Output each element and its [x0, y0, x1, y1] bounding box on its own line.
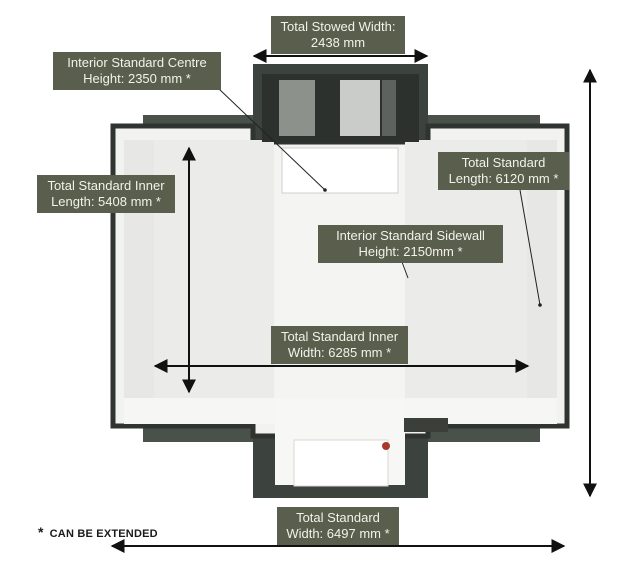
dimension-lines: [110, 49, 597, 553]
sidewall-height-label: Interior Standard Sidewall Height: 2150m…: [318, 225, 503, 263]
stowed-width-line1: Total Stowed Width:: [280, 19, 396, 34]
centre-height-line2: Height: 2350 mm *: [83, 71, 191, 86]
inner-width-line2: Width: 6285 mm *: [287, 345, 392, 360]
total-width-line2: Width: 6497 mm *: [286, 526, 390, 541]
centre-height-line1: Interior Standard Centre: [67, 55, 207, 70]
stowed-width-label: Total Stowed Width: 2438 mm: [271, 16, 405, 54]
leader-lines: [217, 87, 541, 306]
inner-length-line2: Length: 5408 mm *: [51, 194, 161, 209]
footnote-symbol: *: [38, 524, 44, 540]
total-length-label: Total Standard Length: 6120 mm *: [438, 152, 569, 190]
extension-footnote: * CAN BE EXTENDED: [38, 524, 158, 540]
inner-length-label: Total Standard Inner Length: 5408 mm *: [37, 175, 175, 213]
total-width-line1: Total Standard: [296, 510, 380, 525]
footnote-text: CAN BE EXTENDED: [49, 528, 158, 540]
sidewall-height-line2: Height: 2150mm *: [358, 244, 463, 259]
total-length-line2: Length: 6120 mm *: [448, 171, 559, 186]
sidewall-height-line1: Interior Standard Sidewall: [336, 228, 485, 243]
top-module-detail: [262, 74, 419, 194]
inner-width-label: Total Standard Inner Width: 6285 mm *: [271, 326, 408, 364]
inner-length-line1: Total Standard Inner: [47, 178, 165, 193]
total-width-label: Total Standard Width: 6497 mm *: [277, 507, 399, 545]
centre-height-label: Interior Standard Centre Height: 2350 mm…: [53, 52, 221, 90]
total-length-line1: Total Standard: [461, 155, 546, 170]
inner-width-line1: Total Standard Inner: [280, 329, 399, 344]
stowed-width-line2: 2438 mm: [310, 35, 366, 50]
bottom-module-detail: [275, 400, 448, 487]
